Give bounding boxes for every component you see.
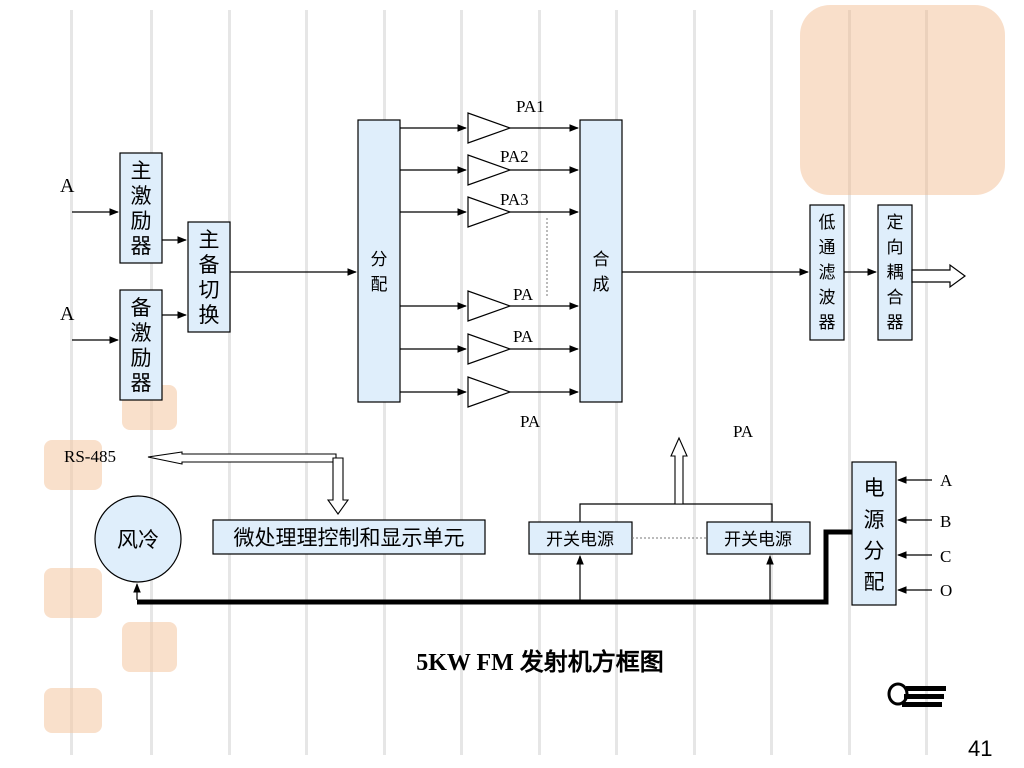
main-exciter-block: 主 激 励 器 xyxy=(119,152,163,264)
svg-text:配: 配 xyxy=(371,275,388,295)
combiner-block: 合 成 xyxy=(579,119,623,403)
svg-text:波: 波 xyxy=(819,288,836,308)
svg-text:主: 主 xyxy=(131,159,152,183)
svg-text:风冷: 风冷 xyxy=(117,528,159,552)
svg-text:C: C xyxy=(940,547,951,566)
diagram-title: 5KW FM 发射机方框图 xyxy=(416,648,664,676)
svg-text:激: 激 xyxy=(131,184,152,208)
backup-exciter-block: 备 激 励 器 xyxy=(119,289,163,401)
svg-text:分: 分 xyxy=(371,250,388,270)
svg-text:向: 向 xyxy=(887,238,904,258)
svg-text:定: 定 xyxy=(887,213,904,233)
svg-text:成: 成 xyxy=(593,275,610,295)
svg-text:备: 备 xyxy=(199,253,220,277)
svg-text:器: 器 xyxy=(131,371,152,395)
lowpass-filter-block: 低 通 滤 波 器 xyxy=(809,204,845,341)
watermark-seal-large xyxy=(800,5,1005,195)
svg-text:A: A xyxy=(60,175,75,197)
svg-text:PA: PA xyxy=(513,327,534,346)
psu-right-block: 开关电源 xyxy=(706,521,811,555)
power-inputs: A B C O xyxy=(897,471,953,600)
svg-text:耦: 耦 xyxy=(887,263,904,283)
pa-power-output: PA xyxy=(579,422,773,522)
svg-text:励: 励 xyxy=(131,209,152,233)
svg-text:B: B xyxy=(940,512,951,531)
svg-text:源: 源 xyxy=(864,508,885,532)
svg-text:微处理理控制和显示单元: 微处理理控制和显示单元 xyxy=(234,526,465,550)
page-number: 41 xyxy=(968,736,992,761)
amplifier-row-6: PA xyxy=(400,376,579,431)
svg-text:电: 电 xyxy=(864,476,885,500)
switch-block: 主 备 切 换 xyxy=(187,221,231,333)
svg-text:PA1: PA1 xyxy=(516,97,545,116)
svg-text:切: 切 xyxy=(199,278,220,302)
amplifier-row-3: PA3 xyxy=(400,190,579,228)
power-distribution-block: 电 源 分 配 xyxy=(851,461,897,606)
mcu-display-block: 微处理理控制和显示单元 xyxy=(212,519,486,555)
svg-text:滤: 滤 xyxy=(819,263,836,283)
rf-output-arrow xyxy=(911,263,967,289)
svg-text:合: 合 xyxy=(887,288,904,308)
svg-text:备: 备 xyxy=(131,296,152,320)
input-a-bottom: A xyxy=(60,303,119,344)
svg-text:PA3: PA3 xyxy=(500,190,529,209)
svg-text:通: 通 xyxy=(819,238,836,258)
svg-text:PA: PA xyxy=(733,422,754,441)
svg-text:PA2: PA2 xyxy=(500,147,529,166)
fan-cooling-circle: 风冷 xyxy=(94,495,182,583)
svg-text:开关电源: 开关电源 xyxy=(724,530,792,550)
splitter-block: 分 配 xyxy=(357,119,401,403)
power-bus xyxy=(133,529,852,605)
amplifier-row-4: PA xyxy=(400,285,579,322)
svg-text:主: 主 xyxy=(199,228,220,252)
svg-text:器: 器 xyxy=(819,313,836,333)
amplifier-row-5: PA xyxy=(400,327,579,365)
rs485-link: RS-485 xyxy=(64,447,350,515)
svg-text:配: 配 xyxy=(864,570,885,594)
amplifier-row-1: PA1 xyxy=(400,97,579,144)
svg-text:器: 器 xyxy=(131,234,152,258)
directional-coupler-block: 定 向 耦 合 器 xyxy=(877,204,913,341)
svg-text:PA: PA xyxy=(513,285,534,304)
svg-text:励: 励 xyxy=(131,346,152,370)
logo-icon xyxy=(887,682,946,707)
svg-text:RS-485: RS-485 xyxy=(64,447,116,466)
svg-text:O: O xyxy=(940,581,952,600)
svg-text:低: 低 xyxy=(819,213,836,233)
svg-text:器: 器 xyxy=(887,313,904,333)
psu-left-block: 开关电源 xyxy=(528,521,633,555)
svg-text:A: A xyxy=(60,303,75,325)
svg-text:分: 分 xyxy=(864,539,885,563)
input-a-top: A xyxy=(60,175,119,216)
svg-text:PA: PA xyxy=(520,412,541,431)
svg-text:合: 合 xyxy=(593,250,610,270)
svg-text:开关电源: 开关电源 xyxy=(546,530,614,550)
svg-text:换: 换 xyxy=(199,303,220,327)
svg-text:A: A xyxy=(940,471,953,490)
svg-text:激: 激 xyxy=(131,321,152,345)
amplifier-row-2: PA2 xyxy=(400,147,579,186)
background-stripes xyxy=(70,10,928,755)
